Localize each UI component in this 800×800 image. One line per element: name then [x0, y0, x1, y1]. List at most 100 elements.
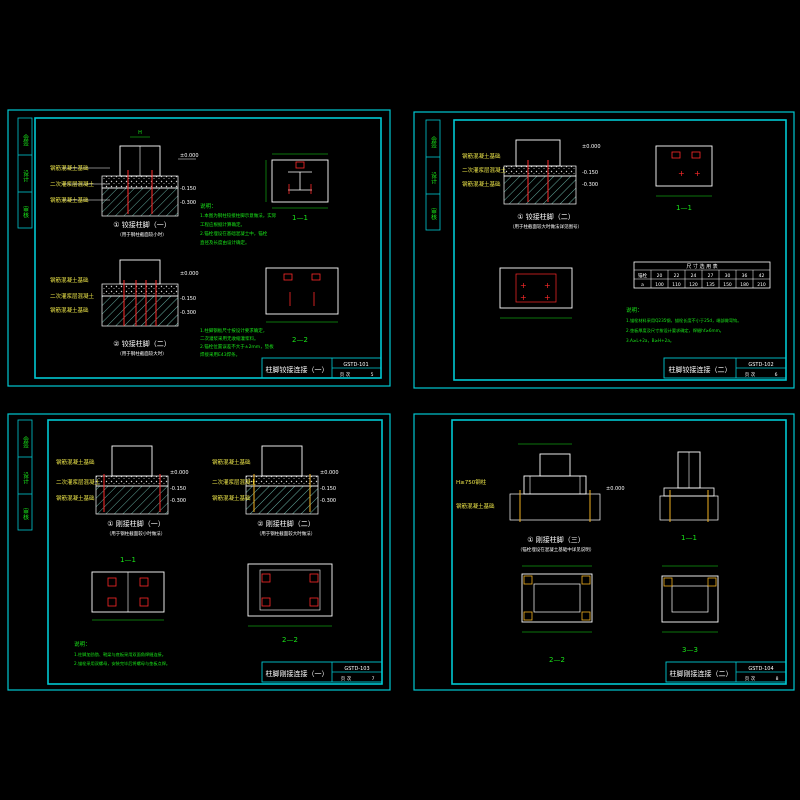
detail-1-hinged-base-1: H 钢筋混凝土基础 二次灌浆层混凝土 钢筋混凝土基础 ±0.000 -0.150… — [50, 130, 199, 238]
section-1-1-label: 1—1 — [292, 214, 308, 222]
side-label-1: 会签 — [22, 133, 29, 146]
table-cell: 210 — [757, 282, 766, 288]
sheet-1-title: 柱脚铰接连接（一） — [266, 365, 329, 374]
detail-2-caption: ② 铰接柱脚（二） — [113, 339, 171, 348]
sheet-1-title-block: 柱脚铰接连接（一） GSTD-101 页 次 5 — [261, 357, 382, 379]
table-cell: 30 — [725, 273, 731, 279]
sheet-3-elev-top-2: ±0.000 — [320, 470, 339, 476]
sheet-4-title-block: 柱脚刚接连接（二） GSTD-104 页 次 8 — [665, 661, 787, 683]
sheet-4-outer-border — [413, 413, 795, 691]
side-label-3: 审核 — [430, 207, 437, 221]
svg-text:+: + — [678, 169, 685, 178]
sheet-2-page-no: 6 — [775, 372, 778, 378]
sheet-2-outer-border — [413, 111, 795, 389]
sheet-3-note-6: 钢筋混凝土基础 — [212, 494, 251, 502]
sheet-3-title-block: 柱脚刚接连接（一） GSTD-103 页 次 7 — [261, 661, 383, 683]
sheet-3-elev-mid: -0.150 — [170, 486, 186, 492]
note-line: 焊接采用E43焊条。 — [200, 351, 240, 358]
sheet-4-cut-3-label: 3—3 — [682, 646, 698, 654]
sheet-4-plan-2: 2—2 — [521, 565, 593, 664]
sheet-3-note-2: 二次灌浆层混凝土 — [56, 478, 101, 486]
sheet-1-drawing-no: GSTD-101 — [343, 362, 368, 368]
table-cell: 42 — [759, 273, 765, 279]
side-label-3: 审核 — [22, 507, 29, 521]
sheet-2-notes: 说明： 1.锚栓材料采用Q235钢，锚栓长度不小于25d，端部做弯钩。 2.垫板… — [626, 306, 741, 344]
section-2-2-plan: 2—2 — [265, 267, 339, 344]
svg-text:+: + — [520, 281, 527, 290]
sheet-2-title: 柱脚铰接连接（二） — [669, 365, 732, 374]
detail-1-elev-mid: -0.150 — [180, 186, 196, 192]
sheet-2-title-block: 柱脚铰接连接（二） GSTD-102 页 次 6 — [663, 357, 787, 379]
sheet-3-page-no: 7 — [372, 676, 375, 682]
note-line: 1.锚栓材料采用Q235钢，锚栓长度不小于25d，端部做弯钩。 — [626, 317, 741, 324]
detail-1-elev-top: ±0.000 — [180, 153, 199, 159]
detail-2-elev-top: ±0.000 — [180, 271, 199, 277]
detail-1-note-2: 二次灌浆层混凝土 — [50, 180, 95, 188]
sheet-4-cut-1-label: 1—1 — [681, 534, 697, 542]
sheet-4-note-2: 钢筋混凝土基础 — [456, 502, 495, 510]
sheet-4-elevation: H≥750钢柱 钢筋混凝土基础 ±0.000 ① 刚接柱脚（三） （锚栓埋设在混… — [456, 443, 625, 553]
svg-text:+: + — [520, 293, 527, 302]
detail-2-elev-bot: -0.300 — [180, 310, 196, 316]
note-line: 1.柱脚钢板尺寸按设计要求确定， — [200, 327, 267, 334]
sheet-4-side-view: 1—1 — [659, 451, 719, 542]
sheet-3-side-strip: 会签 设计 审核 — [17, 419, 33, 531]
detail-2-subcaption: （用于钢柱截面较大时） — [117, 350, 167, 357]
sheet-4-subcaption: （锚栓埋设在混凝土基础中详见说明） — [518, 546, 595, 553]
sheet-2-plan-bottom: + + + + — [499, 267, 573, 319]
note-line: 2.锚栓采用双螺母，安装完毕后将螺母与垫板点焊。 — [74, 660, 170, 667]
detail-1-elev-bot: -0.300 — [180, 200, 196, 206]
sheet-4-note-1: H≥750钢柱 — [456, 478, 487, 486]
sheet-2-elev-top: ±0.000 — [582, 144, 601, 150]
sheet-3-caption-1: ① 刚接柱脚（一） — [107, 519, 165, 528]
detail-2-note-2: 二次灌浆层混凝土 — [50, 292, 95, 300]
sheet-3-plan-2: 2—2 — [247, 563, 333, 644]
sheet-3-subcaption-2: （用于钢柱截面较大时做法） — [257, 530, 316, 537]
sheet-3-elev-bot: -0.300 — [170, 498, 186, 504]
sheet-3: 会签 设计 审核 钢筋混凝土基础 二次灌浆层混凝土 钢筋混凝土基础 ±0.000… — [7, 413, 391, 691]
detail-2-note-1: 钢筋混凝土基础 — [50, 276, 89, 284]
sheet-2-elev-bot: -0.300 — [582, 182, 598, 188]
sheet-2-inner-border — [453, 119, 787, 381]
sheet-3-title: 柱脚刚接连接（一） — [266, 669, 329, 678]
sheet-3-cut-2-label: 2—2 — [282, 636, 298, 644]
sheet-3-cut-1-label: 1—1 — [120, 556, 136, 564]
table-cell: 180 — [740, 282, 749, 288]
sheet-3-page-label: 页 次 — [341, 675, 352, 682]
side-label-1: 会签 — [22, 435, 29, 448]
sheet-3-outer-border — [7, 413, 391, 691]
section-2-2-label: 2—2 — [292, 336, 308, 344]
sheet-3-elev-top: ±0.000 — [170, 470, 189, 476]
sheet-1-page-label: 页 次 — [340, 371, 351, 378]
section-1-1-plan: 1—1 — [265, 153, 329, 222]
sheet-2-caption: ① 铰接柱脚（二） — [517, 212, 575, 221]
side-label-2: 设计 — [22, 169, 29, 183]
sheet-3-note-5: 二次灌浆层混凝土 — [212, 478, 257, 486]
sheet-3-caption-2: ② 刚接柱脚（二） — [257, 519, 315, 528]
sheet-4: H≥750钢柱 钢筋混凝土基础 ±0.000 ① 刚接柱脚（三） （锚栓埋设在混… — [413, 413, 795, 691]
svg-text:+: + — [694, 169, 701, 178]
table-cell: 27 — [708, 273, 714, 279]
sheet-2-elev-mid: -0.150 — [582, 170, 598, 176]
side-label-2: 设计 — [22, 471, 29, 485]
table-cell: a — [641, 283, 644, 288]
note-line: 直径及长度由设计确定。 — [200, 239, 250, 246]
table-cell: 20 — [657, 273, 663, 279]
note-line: 2.垫板厚度及尺寸按设计要求确定，焊缝hf≥6mm。 — [626, 327, 724, 334]
sheet-2-plan-top: + + 1—1 — [655, 145, 713, 212]
sheet-3-elev-bot-2: -0.300 — [320, 498, 336, 504]
sheet-2-note-2: 二次灌浆层混凝土 — [462, 166, 507, 174]
sheet-4-elev: ±0.000 — [606, 486, 625, 492]
sheet-4-title: 柱脚刚接连接（二） — [670, 669, 733, 678]
detail-1-note-1: 钢筋混凝土基础 — [50, 164, 89, 172]
sheet-3-note-3: 钢筋混凝土基础 — [56, 494, 95, 502]
detail-2-note-3: 钢筋混凝土基础 — [50, 306, 89, 314]
sheet-1-side-strip: 会签 设计 审核 — [17, 117, 33, 229]
sheet-3-note-4: 钢筋混凝土基础 — [212, 458, 251, 466]
sheet-4-caption: ① 刚接柱脚（三） — [527, 535, 585, 544]
detail-1-caption: ① 铰接柱脚（一） — [113, 220, 171, 229]
sheet-3-inner-border — [47, 419, 383, 685]
notes-title: 说明： — [200, 202, 217, 210]
